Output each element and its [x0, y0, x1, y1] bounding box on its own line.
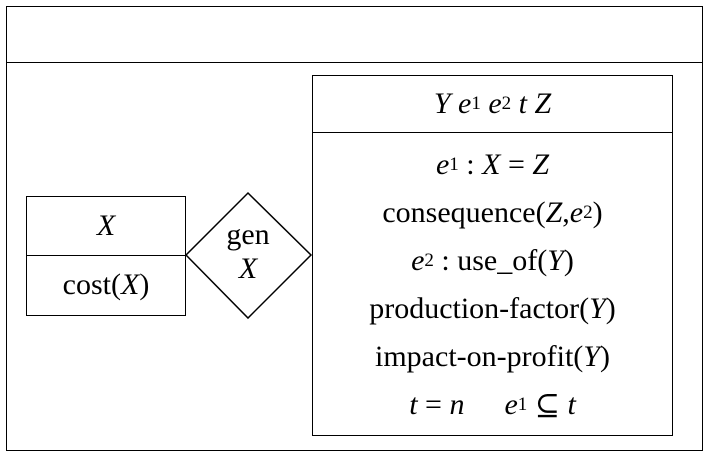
line-production-factor: production-factor(Y) — [369, 292, 616, 325]
entity-x-attribute: cost(X) — [62, 268, 150, 301]
relation-arg: X — [238, 252, 258, 285]
entity-x-header: X — [27, 197, 185, 255]
attr-fn: cost — [62, 268, 111, 301]
var-e1: e — [458, 87, 472, 120]
event-box-divider — [313, 132, 672, 133]
attr-arg: X — [121, 268, 140, 301]
var-e2: e — [488, 87, 502, 120]
var-t: t — [518, 87, 527, 120]
frame-header-divider — [6, 62, 703, 63]
entity-x-divider — [27, 255, 185, 256]
entity-x-box: X cost(X) — [26, 196, 186, 316]
var-z: Z — [534, 87, 552, 120]
diamond-shape — [184, 191, 313, 320]
entity-x-name: X — [96, 209, 116, 242]
var-y: Y — [433, 87, 451, 120]
line-impact-on-profit: impact-on-profit(Y) — [375, 340, 610, 373]
diagram-frame — [6, 6, 703, 451]
relation-label: gen X — [186, 218, 310, 286]
relation-diamond — [184, 191, 313, 320]
relation-name: gen — [226, 218, 270, 251]
